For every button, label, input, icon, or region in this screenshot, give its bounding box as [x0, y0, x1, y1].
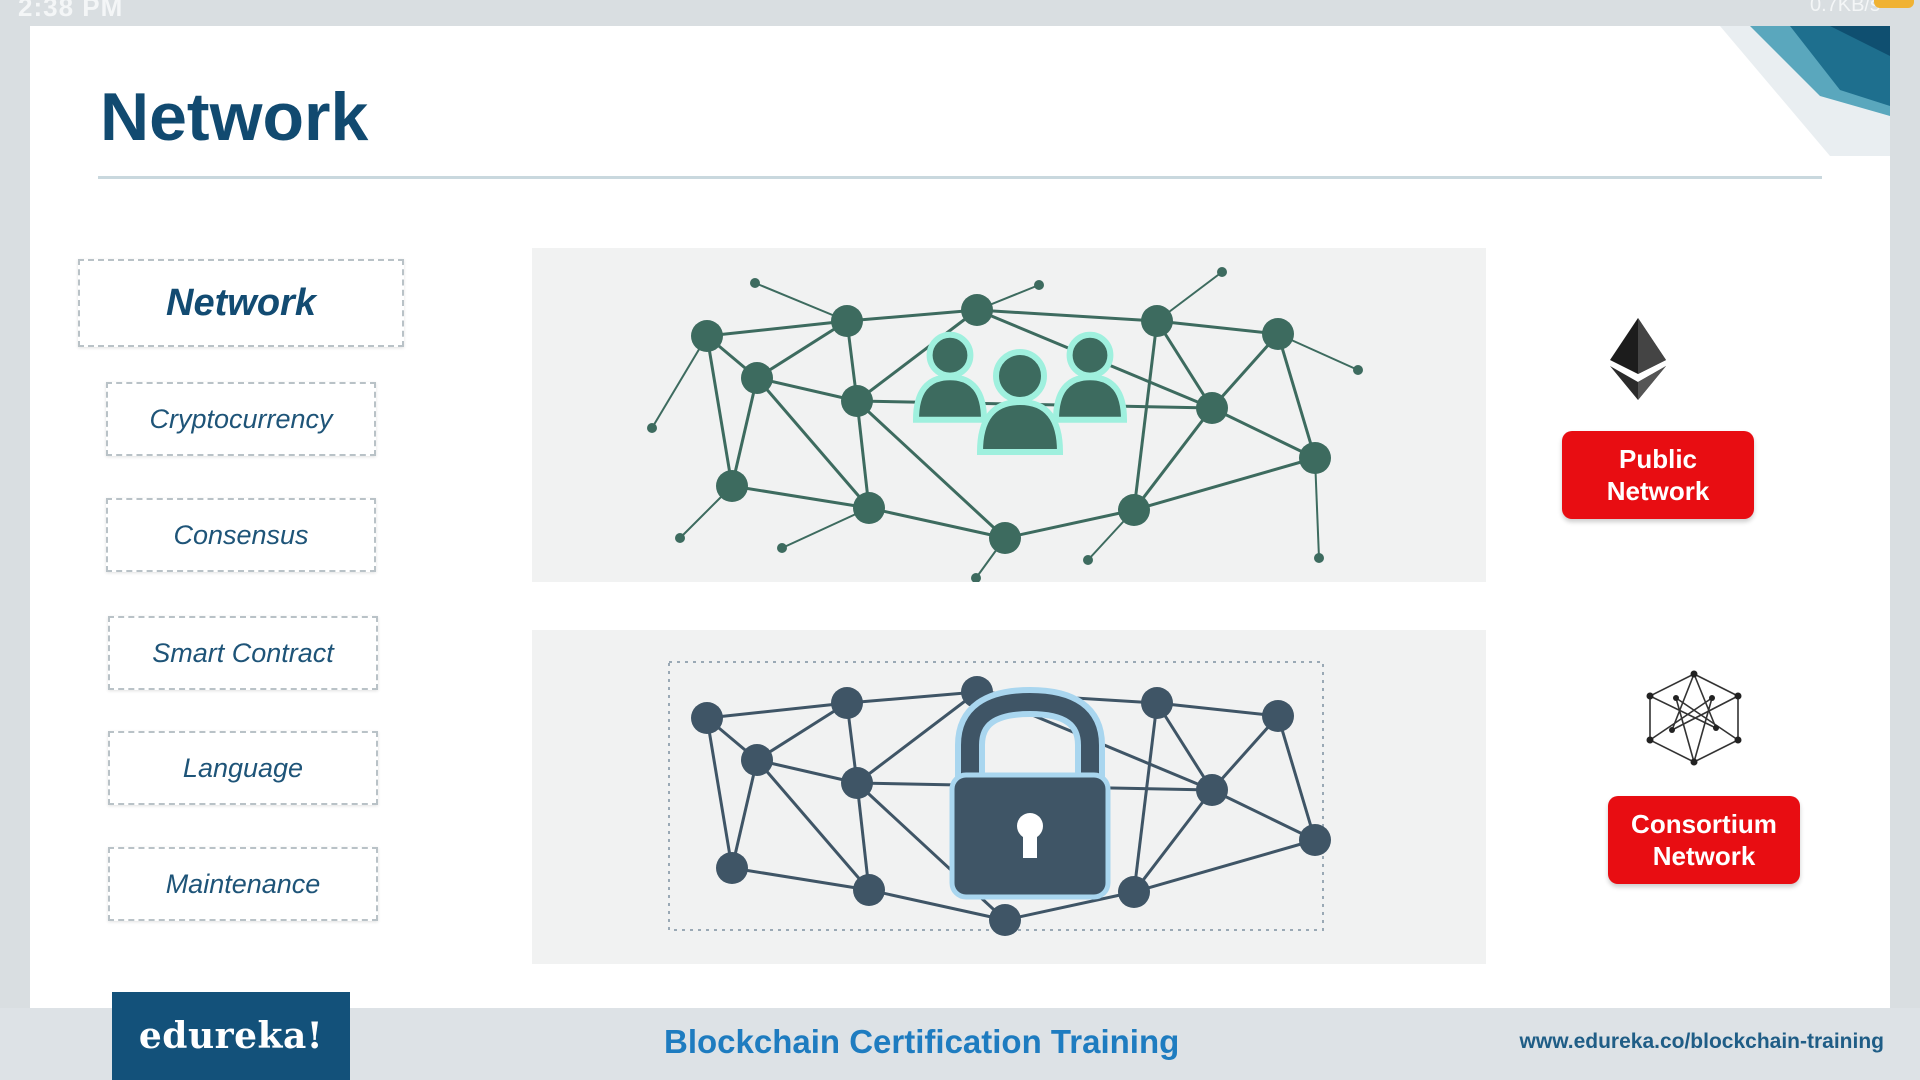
- public-network-diagram: [532, 248, 1486, 582]
- menu-item-cryptocurrency[interactable]: Cryptocurrency: [106, 382, 376, 456]
- lock-icon: [949, 686, 1111, 900]
- menu-item-maintenance[interactable]: Maintenance: [108, 847, 378, 921]
- users-group-icon: [912, 331, 1128, 455]
- public-network-graph: [647, 267, 1363, 582]
- private-network-diagram: [532, 630, 1486, 964]
- status-time: 2:38 PM: [18, 0, 124, 22]
- menu-item-consensus[interactable]: Consensus: [106, 498, 376, 572]
- private-network-graph: [668, 661, 1331, 936]
- status-system-icons: 0.7KB/s: [1809, 0, 1880, 16]
- status-bar: 2:38 PM 0.7KB/s: [0, 0, 1920, 26]
- title-divider: [98, 176, 1822, 179]
- edureka-logo: edureka!: [112, 992, 350, 1080]
- corner-decoration: [1720, 26, 1890, 156]
- menu-item-smart-contract[interactable]: Smart Contract: [108, 616, 378, 690]
- menu-item-language[interactable]: Language: [108, 731, 378, 805]
- public-network-button[interactable]: Public Network: [1562, 431, 1754, 519]
- hyperledger-icon: [1646, 670, 1742, 766]
- network-nodes: [691, 676, 1331, 936]
- network-nodes: [691, 294, 1331, 554]
- course-title: Blockchain Certification Training: [664, 1023, 1180, 1060]
- menu-item-network[interactable]: Network: [78, 259, 404, 347]
- page-title: Network: [100, 79, 369, 155]
- battery-icon: [1874, 0, 1914, 8]
- consortium-network-button[interactable]: Consortium Network: [1608, 796, 1800, 884]
- slide: Network Network Cryptocurrency Consensus…: [30, 26, 1890, 1008]
- footer-url[interactable]: www.edureka.co/blockchain-training: [1519, 1030, 1884, 1053]
- ethereum-icon: [1610, 318, 1666, 400]
